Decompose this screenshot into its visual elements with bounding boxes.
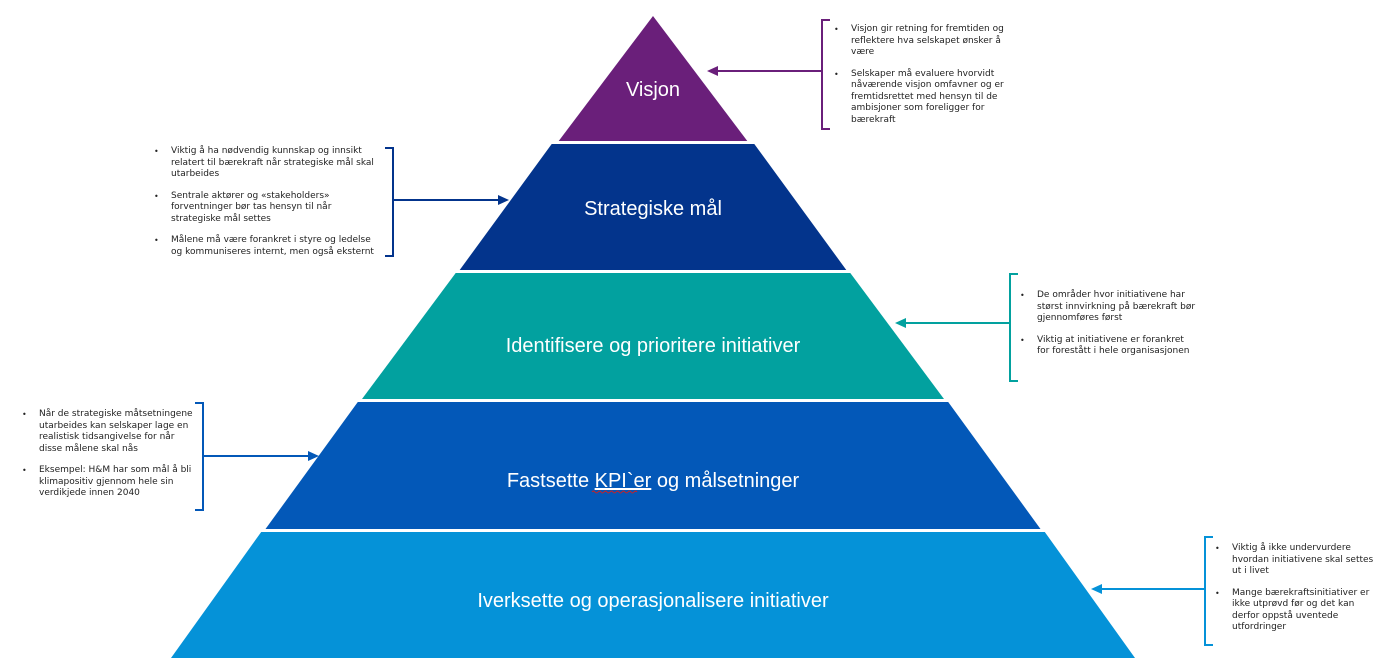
bracket — [821, 19, 830, 130]
pyramid-layer-strategiske-mal — [459, 144, 847, 270]
note-bullet: Viktig at initiativene er forankret for … — [1018, 335, 1198, 358]
bracket — [1009, 273, 1018, 382]
spellcheck-squiggle — [591, 490, 638, 494]
bracket — [385, 147, 394, 257]
note-bullet: Sentrale aktører og «stakeholders» forve… — [152, 191, 384, 226]
arrow-head-icon — [308, 451, 319, 461]
note-iverksette: Viktig å ikke undervurdere hvordan initi… — [1213, 543, 1375, 644]
note-bullet: Mange bærekraftsinitiativer er ikke utpr… — [1213, 588, 1375, 634]
note-bullet: Eksempel: H&M har som mål å bli klimapos… — [20, 465, 200, 500]
pyramid-layer-iverksette — [171, 532, 1135, 658]
layer-label-visjon: Visjon — [626, 79, 680, 101]
note-bullet: Målene må være forankret i styre og lede… — [152, 235, 384, 258]
arrow-head-icon — [498, 195, 509, 205]
connector-fastsette-kpi — [195, 402, 319, 511]
connector-identifisere — [895, 273, 1018, 382]
note-strategiske-mal: Viktig å ha nødvendig kunnskap og innsik… — [152, 146, 384, 268]
arrow-head-icon — [895, 318, 906, 328]
note-bullet: De områder hvor initiativene har størst … — [1018, 290, 1198, 325]
arrow-head-icon — [707, 66, 718, 76]
note-identifisere: De områder hvor initiativene har størst … — [1018, 290, 1198, 368]
layer-label-part: Fastsette — [507, 470, 595, 492]
spellcheck-flagged-word: KPI`er — [595, 470, 652, 492]
connector-iverksette — [1091, 536, 1213, 646]
note-fastsette-kpi: Når de strategiske måtsetningene utarbei… — [20, 409, 200, 510]
note-bullet: Viktig å ikke undervurdere hvordan initi… — [1213, 543, 1375, 578]
layer-label-identifisere: Identifisere og prioritere initiativer — [506, 335, 801, 357]
pyramid-layer-visjon — [558, 16, 748, 141]
connector-strategiske-mal — [385, 147, 509, 257]
layer-label-part: og målsetninger — [651, 470, 799, 492]
bracket — [1204, 536, 1213, 646]
note-bullet: Når de strategiske måtsetningene utarbei… — [20, 409, 200, 455]
pyramid-layer-fastsette-kpi — [265, 402, 1041, 529]
note-bullet: Visjon gir retning for fremtiden og refl… — [832, 24, 1012, 59]
layer-label-fastsette-kpi: Fastsette KPI`er og målsetninger — [507, 470, 800, 492]
note-visjon: Visjon gir retning for fremtiden og refl… — [832, 24, 1012, 136]
note-bullet: Viktig å ha nødvendig kunnskap og innsik… — [152, 146, 384, 181]
note-bullet: Selskaper må evaluere hvorvidt nåværende… — [832, 69, 1012, 127]
pyramid-layer-identifisere — [362, 273, 944, 399]
layer-label-iverksette: Iverksette og operasjonalisere initiativ… — [477, 590, 829, 612]
arrow-head-icon — [1091, 584, 1102, 594]
connector-visjon — [707, 19, 830, 130]
layer-label-strategiske-mal: Strategiske mål — [584, 198, 722, 220]
